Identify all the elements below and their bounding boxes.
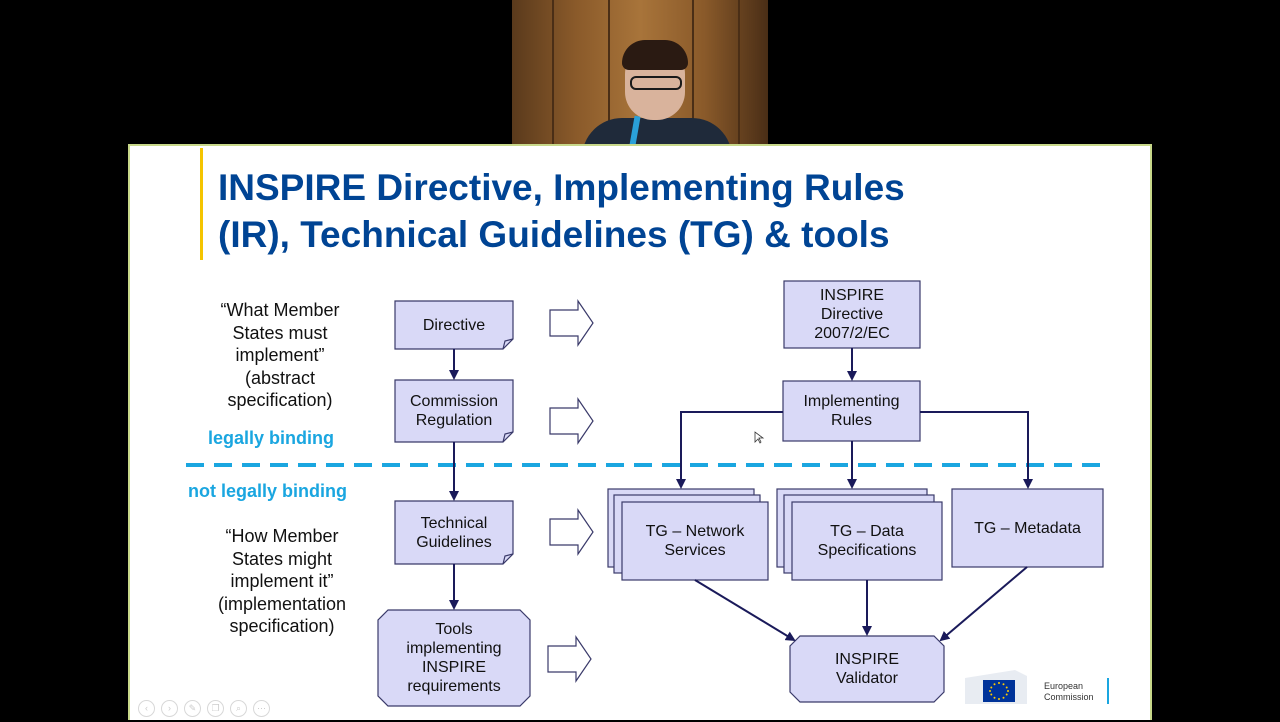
validator-label: INSPIRE Validator xyxy=(790,636,944,702)
presentation-slide: INSPIRE Directive, Implementing Rules (I… xyxy=(128,144,1152,720)
pen-icon[interactable]: ✎ xyxy=(184,700,201,717)
webcam-video xyxy=(512,0,768,144)
tools-label: Tools implementing INSPIRE requirements xyxy=(378,610,530,706)
technical-guidelines-label: Technical Guidelines xyxy=(395,501,513,564)
implementing-rules-label: Implementing Rules xyxy=(783,381,920,441)
commission-regulation-label: Commission Regulation xyxy=(395,380,513,442)
presenter-glasses xyxy=(630,76,682,90)
directive-label: Directive xyxy=(395,301,513,349)
more-icon[interactable]: ⋯ xyxy=(253,700,270,717)
slideshow-controls: ‹ › ✎ ❐ ⌕ ⋯ xyxy=(138,700,270,717)
tg-metadata-label: TG – Metadata xyxy=(952,489,1103,567)
tg-data-label: TG – Data Specifications xyxy=(792,502,942,580)
not-legally-binding-label: not legally binding xyxy=(188,481,347,502)
arrow-outline-icon xyxy=(550,510,593,554)
arrow-outline-icon xyxy=(550,399,593,443)
presenter-body xyxy=(582,118,732,144)
abstract-spec-text: “What Member States must implement” (abs… xyxy=(190,299,370,412)
implementation-spec-text: “How Member States might implement it” (… xyxy=(192,525,372,638)
arrow-outline-icon xyxy=(550,301,593,345)
legally-binding-label: legally binding xyxy=(208,428,334,449)
european-commission-text: European Commission xyxy=(1044,681,1094,703)
arrow-outline-icon xyxy=(548,637,591,681)
previous-icon[interactable]: ‹ xyxy=(138,700,155,717)
next-icon[interactable]: › xyxy=(161,700,178,717)
zoom-icon[interactable]: ⌕ xyxy=(230,700,247,717)
copy-icon[interactable]: ❐ xyxy=(207,700,224,717)
inspire-directive-label: INSPIRE Directive 2007/2/EC xyxy=(784,281,920,348)
presenter-hair xyxy=(622,40,688,70)
mouse-cursor-icon xyxy=(755,432,763,443)
tg-network-label: TG – Network Services xyxy=(622,502,768,580)
